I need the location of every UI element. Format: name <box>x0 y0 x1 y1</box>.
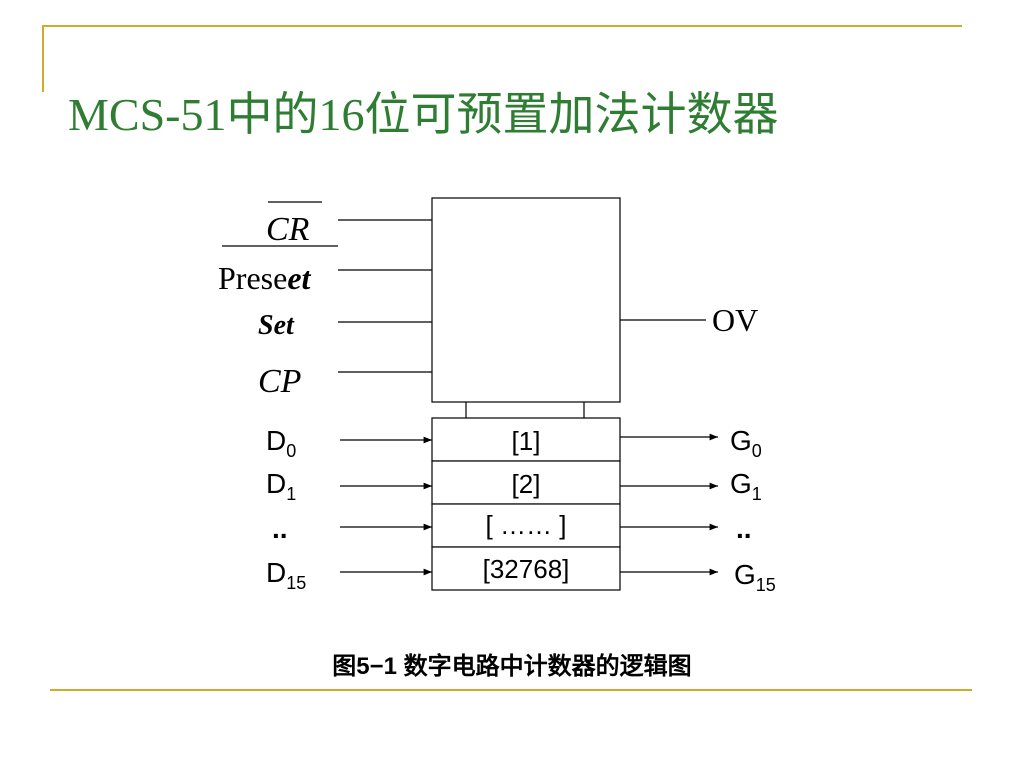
input-label-1-sub: 1 <box>286 484 296 504</box>
output-label-3: G15 <box>734 559 776 595</box>
input-label-3-sub: 15 <box>286 573 306 593</box>
register-cell-0 <box>431 417 621 462</box>
preset-label-roman: Prese <box>218 260 287 296</box>
output-label-1-base: G <box>730 468 752 499</box>
figure-caption: 图5−1 数字电路中计数器的逻辑图 <box>332 653 692 680</box>
cp-label: CP <box>258 363 301 400</box>
output-label-0: G0 <box>730 425 762 461</box>
set-label: Set <box>258 310 295 341</box>
output-label-1: G1 <box>730 468 762 504</box>
input-label-1: D1 <box>266 468 296 504</box>
slide-title: MCS-51中的16位可预置加法计数器 <box>68 89 779 140</box>
output-label-3-sub: 15 <box>756 575 776 595</box>
register-cell-label-1: [2] <box>512 469 541 499</box>
output-label-3-base: G <box>734 559 756 590</box>
input-label-2: .. <box>272 513 288 544</box>
ov-label: OV <box>712 302 758 338</box>
input-label-1-base: D <box>266 468 286 499</box>
output-label-1-sub: 1 <box>752 484 762 504</box>
input-label-0-sub: 0 <box>286 441 296 461</box>
output-label-2: .. <box>736 513 752 544</box>
register-cell-2 <box>431 503 621 548</box>
register-cell-label-0: [1] <box>512 426 541 456</box>
input-label-3: D15 <box>266 557 306 593</box>
cr-label: CR <box>266 211 310 248</box>
output-label-0-sub: 0 <box>752 441 762 461</box>
control-block <box>431 197 621 403</box>
preset-label-italic: et <box>287 260 311 296</box>
output-label-0-base: G <box>730 425 752 456</box>
input-label-0: D0 <box>266 425 296 461</box>
preset-label: Preseet <box>218 260 312 296</box>
register-cell-label-3: [32768] <box>483 554 570 584</box>
input-label-0-base: D <box>266 425 286 456</box>
register-cell-3 <box>431 546 621 591</box>
register-cell-label-2: [ …… ] <box>486 510 567 540</box>
input-label-3-base: D <box>266 557 286 588</box>
